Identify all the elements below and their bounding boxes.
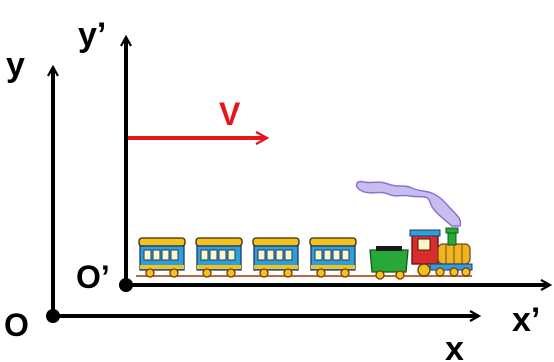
- passenger-car: [309, 237, 357, 278]
- frame-s-prime-axes: [119, 38, 549, 292]
- passenger-car: [195, 237, 243, 278]
- smoke-plume: [355, 180, 462, 227]
- locomotive: [409, 227, 473, 277]
- origin-point: [46, 309, 60, 323]
- tender-car: [369, 246, 409, 280]
- origin-prime-label: O’: [76, 259, 110, 295]
- frame-s-axes: [46, 68, 478, 323]
- train-illustration: [136, 180, 473, 280]
- velocity-label: V: [219, 96, 241, 132]
- x-axis-label: x: [445, 330, 464, 362]
- passenger-car: [138, 237, 186, 278]
- x-prime-axis-label: x’: [512, 301, 540, 339]
- passenger-car: [252, 237, 300, 278]
- origin-prime-point: [119, 278, 133, 292]
- y-axis-label: y: [6, 46, 25, 84]
- origin-label: O: [4, 307, 29, 343]
- y-prime-axis-label: y’: [78, 16, 106, 54]
